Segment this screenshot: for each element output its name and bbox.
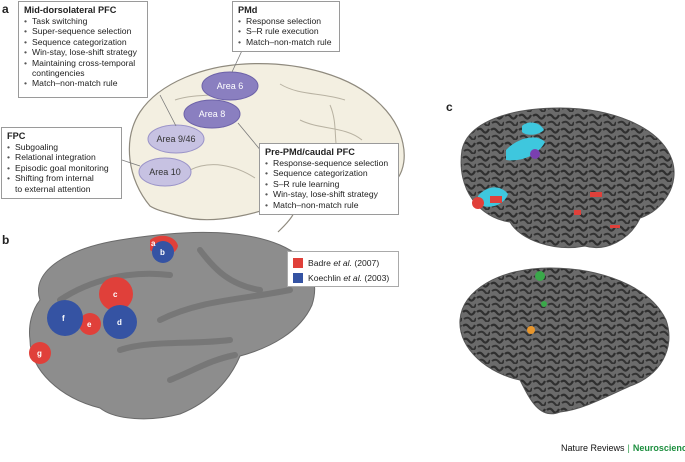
- red-activation-2: [490, 196, 502, 203]
- credit-separator: |: [627, 443, 630, 453]
- focus-d-blue: [103, 305, 137, 339]
- fpc-title: FPC: [7, 131, 26, 141]
- mid-dlpfc-callout: Mid-dorsolateral PFC Task switching Supe…: [18, 1, 148, 98]
- area-10-ellipse: [138, 157, 192, 187]
- area-9-46-ellipse: [147, 124, 205, 154]
- focus-label-b: b: [160, 248, 165, 257]
- list-item: Shifting from internal: [7, 173, 116, 184]
- panel-c-bottom-brain: [459, 267, 670, 415]
- focus-label-g: g: [37, 349, 42, 358]
- list-item: Response-sequence selection: [265, 158, 393, 169]
- pre-pmd-callout: Pre-PMd/caudal PFC Response-sequence sel…: [259, 143, 399, 215]
- focus-label-f: f: [62, 314, 65, 323]
- purple-activation: [530, 149, 540, 159]
- panel-letter-a: a: [2, 2, 9, 16]
- mid-dlpfc-list: Task switching Super-sequence selection …: [24, 16, 142, 89]
- list-item: Task switching: [24, 16, 142, 27]
- credit-field: Neuroscience: [632, 443, 685, 453]
- red-activation-1: [472, 197, 484, 209]
- green-activation-2: [541, 301, 547, 307]
- panel-letter-c: c: [446, 100, 453, 114]
- journal-credit: Nature Reviews|Neuroscience: [561, 443, 685, 453]
- pre-pmd-list: Response-sequence selection Sequence cat…: [265, 158, 393, 210]
- focus-label-d: d: [117, 318, 122, 327]
- list-item: Response selection: [238, 16, 334, 27]
- legend-item-badre: Badre et al. (2007): [293, 257, 379, 268]
- legend-swatch-blue: [293, 272, 303, 283]
- list-item: Sequence categorization: [24, 37, 142, 48]
- fpc-callout: FPC Subgoaling Relational integration Ep…: [1, 127, 122, 199]
- focus-b-blue: [152, 241, 174, 263]
- list-item: Match–non-match rule: [24, 78, 142, 89]
- list-item-continuation: contingencies: [32, 68, 85, 79]
- focus-g-red: [29, 342, 51, 364]
- area-8-ellipse: [183, 99, 241, 129]
- area-9-46-label: Area 9/46: [156, 134, 195, 144]
- focus-f-blue: [47, 300, 83, 336]
- list-item: Win-stay, lose-shift strategy: [265, 189, 393, 200]
- red-activation-3: [590, 192, 602, 197]
- area-6-ellipse: [201, 71, 259, 101]
- legend-item-koechlin: Koechlin et al. (2003): [293, 272, 389, 283]
- area-6-label: Area 6: [217, 81, 244, 91]
- list-item: Match–non-match rule: [265, 200, 393, 211]
- list-item: Sequence categorization: [265, 168, 393, 179]
- pmd-list: Response selection S–R rule execution Ma…: [238, 16, 334, 48]
- area-10-label: Area 10: [149, 167, 181, 177]
- panel-b-legend: Badre et al. (2007) Koechlin et al. (200…: [287, 251, 399, 287]
- focus-label-e: e: [87, 320, 92, 329]
- credit-journal: Nature Reviews: [561, 443, 625, 453]
- pre-pmd-title: Pre-PMd/caudal PFC: [265, 147, 355, 157]
- list-item: Match–non-match rule: [238, 37, 334, 48]
- focus-e-red: [79, 313, 101, 335]
- list-item: Relational integration: [7, 152, 116, 163]
- panel-letter-b: b: [2, 233, 10, 247]
- cyan-activation-3: [522, 122, 544, 135]
- list-item: Win-stay, lose-shift strategy: [24, 47, 142, 58]
- fpc-list: Subgoaling Relational integration Episod…: [7, 142, 116, 194]
- legend-label-badre: Badre et al. (2007): [308, 257, 380, 268]
- pmd-title: PMd: [238, 5, 258, 15]
- focus-label-a: a: [151, 239, 156, 248]
- list-item: S–R rule learning: [265, 179, 393, 190]
- inflated-surface-c-top: [460, 107, 675, 249]
- focus-c-red: [99, 277, 133, 311]
- panel-b-brain: a b c d e f g: [29, 231, 316, 420]
- legend-label-koechlin: Koechlin et al. (2003): [308, 272, 390, 283]
- panel-c-top-brain: [460, 107, 675, 249]
- list-item: Super-sequence selection: [24, 26, 142, 37]
- list-item: S–R rule execution: [238, 26, 334, 37]
- orange-activation: [527, 326, 535, 334]
- green-activation-1: [535, 271, 545, 281]
- area-8-label: Area 8: [199, 109, 226, 119]
- mid-dlpfc-title: Mid-dorsolateral PFC: [24, 5, 117, 15]
- red-activation-5: [610, 225, 620, 228]
- cyan-activation-1: [506, 137, 545, 161]
- red-activation-4: [574, 210, 581, 215]
- pmd-callout: PMd Response selection S–R rule executio…: [232, 1, 340, 52]
- inflated-surface-c-bottom: [459, 267, 670, 415]
- list-item-continuation: to external attention: [15, 183, 91, 194]
- focus-label-c: c: [113, 290, 118, 299]
- legend-swatch-red: [293, 257, 303, 268]
- list-item: Subgoaling: [7, 142, 116, 153]
- list-item: Maintaining cross-temporal: [24, 58, 142, 69]
- list-item: Episodic goal monitoring: [7, 163, 116, 174]
